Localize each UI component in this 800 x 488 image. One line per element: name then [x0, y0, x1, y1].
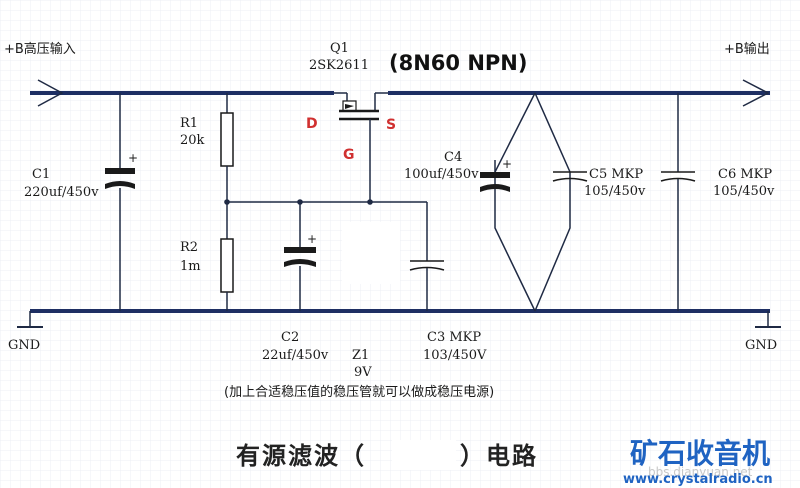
site-logo: 矿石收音机	[630, 437, 770, 470]
input-label: +B高压输入	[4, 41, 76, 57]
capacitor-c1: +	[105, 93, 138, 311]
r1-value-label: 20k	[180, 133, 205, 148]
c2-ref-label: C2	[281, 330, 299, 345]
r2-ref-label: R2	[180, 240, 198, 255]
output-label: +B输出	[724, 41, 770, 57]
title-left: 有源滤波（	[236, 441, 366, 470]
c4-ref-label: C4	[444, 150, 462, 165]
c3-ref-label: C3 MKP	[427, 330, 481, 345]
output-arrow	[742, 79, 770, 107]
note-label: (加上合适稳压值的稳压管就可以做成稳压电源)	[224, 384, 494, 400]
q1-part-label: 2SK2611	[309, 58, 369, 73]
c4-value-label: 100uf/450v	[404, 167, 479, 182]
svg-text:+: +	[128, 151, 138, 165]
c1-value-label: 220uf/450v	[24, 185, 99, 200]
c5-ref-label: C5 MKP	[589, 167, 643, 182]
c2-value-label: 22uf/450v	[262, 348, 329, 363]
capacitor-c5	[552, 171, 588, 182]
pin-g-label: G	[343, 147, 355, 163]
resistor-r2	[220, 202, 234, 311]
capacitor-c2: +	[284, 202, 317, 311]
c1-ref-label: C1	[32, 167, 50, 182]
capacitor-c4: +	[480, 157, 512, 192]
gnd-label-right: GND	[745, 338, 777, 353]
c5-value-label: 105/450v	[584, 184, 646, 199]
title-obscured-area	[392, 440, 456, 470]
output-diamond	[494, 92, 571, 312]
svg-text:+: +	[502, 157, 512, 171]
resistor-r1	[220, 93, 234, 202]
pin-d-label: D	[306, 116, 318, 132]
mosfet-q1	[334, 92, 388, 202]
gnd-symbol-right	[755, 311, 781, 328]
r2-value-label: 1m	[180, 259, 201, 274]
q1-sub-label: (8N60 NPN)	[389, 51, 527, 75]
c3-value-label: 103/450V	[423, 348, 487, 363]
zener-z1-area	[342, 222, 400, 284]
capacitor-c6	[660, 93, 696, 311]
z1-ref-label: Z1	[352, 348, 369, 363]
pin-s-label: S	[386, 117, 396, 133]
input-arrow	[37, 79, 64, 107]
watermark-text: bbs.dianyuan.net	[648, 465, 753, 479]
r1-ref-label: R1	[180, 116, 198, 131]
site-url: www.crystalradio.cn	[623, 472, 773, 487]
c6-ref-label: C6 MKP	[718, 167, 772, 182]
title-right: ）电路	[460, 441, 538, 470]
q1-ref-label: Q1	[330, 41, 349, 56]
gnd-label-left: GND	[8, 338, 40, 353]
z1-value-label: 9V	[354, 365, 372, 380]
gnd-symbol-left	[17, 311, 43, 328]
svg-text:+: +	[307, 232, 317, 246]
capacitor-c3	[409, 202, 445, 311]
c6-value-label: 105/450v	[713, 184, 775, 199]
